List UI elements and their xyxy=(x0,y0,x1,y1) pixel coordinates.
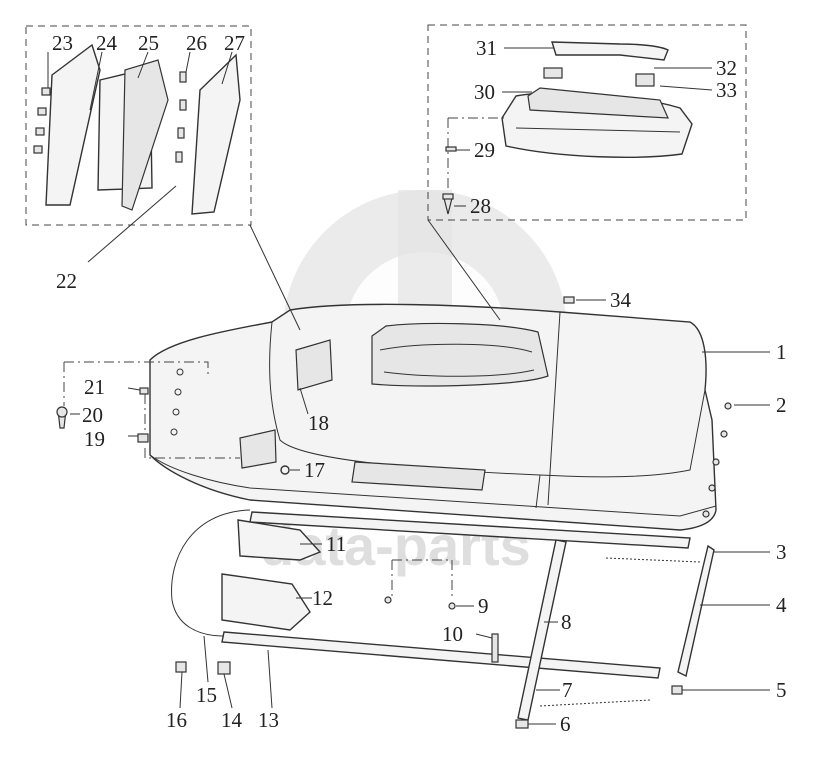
callout-27: 27 xyxy=(224,31,245,55)
callout-2: 2 xyxy=(776,393,787,417)
lid-assembly xyxy=(149,303,717,531)
callout-6: 6 xyxy=(560,712,571,736)
callout-labels: 1 2 3 4 5 6 7 8 9 10 11 12 13 14 15 16 1… xyxy=(52,31,787,736)
callout-13: 13 xyxy=(258,708,279,732)
callout-26: 26 xyxy=(186,31,207,55)
side-screws xyxy=(702,402,732,518)
callout-9: 9 xyxy=(478,594,489,618)
callout-20: 20 xyxy=(82,403,103,427)
callout-32: 32 xyxy=(716,56,737,80)
callout-31: 31 xyxy=(476,36,497,60)
callout-22: 22 xyxy=(56,269,77,293)
callout-15: 15 xyxy=(196,683,217,707)
callout-25: 25 xyxy=(138,31,159,55)
latch-detail-parts xyxy=(33,43,241,215)
callout-18: 18 xyxy=(308,411,329,435)
leader-lines xyxy=(47,47,770,725)
handle-detail-parts xyxy=(442,41,693,215)
latch-screws xyxy=(33,71,187,163)
detail-frame-right xyxy=(427,24,747,221)
callout-3: 3 xyxy=(776,540,787,564)
callout-21: 21 xyxy=(84,375,105,399)
guide-lines xyxy=(63,117,505,600)
callout-16: 16 xyxy=(166,708,187,732)
lid-hinge-holes xyxy=(170,368,184,436)
callout-24: 24 xyxy=(96,31,118,55)
callout-4: 4 xyxy=(776,593,787,617)
callout-17: 17 xyxy=(304,458,325,482)
callout-28: 28 xyxy=(470,194,491,218)
callout-12: 12 xyxy=(312,586,333,610)
callout-14: 14 xyxy=(221,708,243,732)
detail-frame-left xyxy=(25,25,252,226)
callout-34: 34 xyxy=(610,288,632,312)
rail-parts xyxy=(56,296,732,729)
callout-1: 1 xyxy=(776,340,787,364)
callout-33: 33 xyxy=(716,78,737,102)
callout-11: 11 xyxy=(326,532,346,556)
callout-23: 23 xyxy=(52,31,73,55)
callout-29: 29 xyxy=(474,138,495,162)
callout-8: 8 xyxy=(561,610,572,634)
callout-19: 19 xyxy=(84,427,105,451)
callout-5: 5 xyxy=(776,678,787,702)
callout-10: 10 xyxy=(442,622,463,646)
callout-30: 30 xyxy=(474,80,495,104)
callout-7: 7 xyxy=(562,678,573,702)
